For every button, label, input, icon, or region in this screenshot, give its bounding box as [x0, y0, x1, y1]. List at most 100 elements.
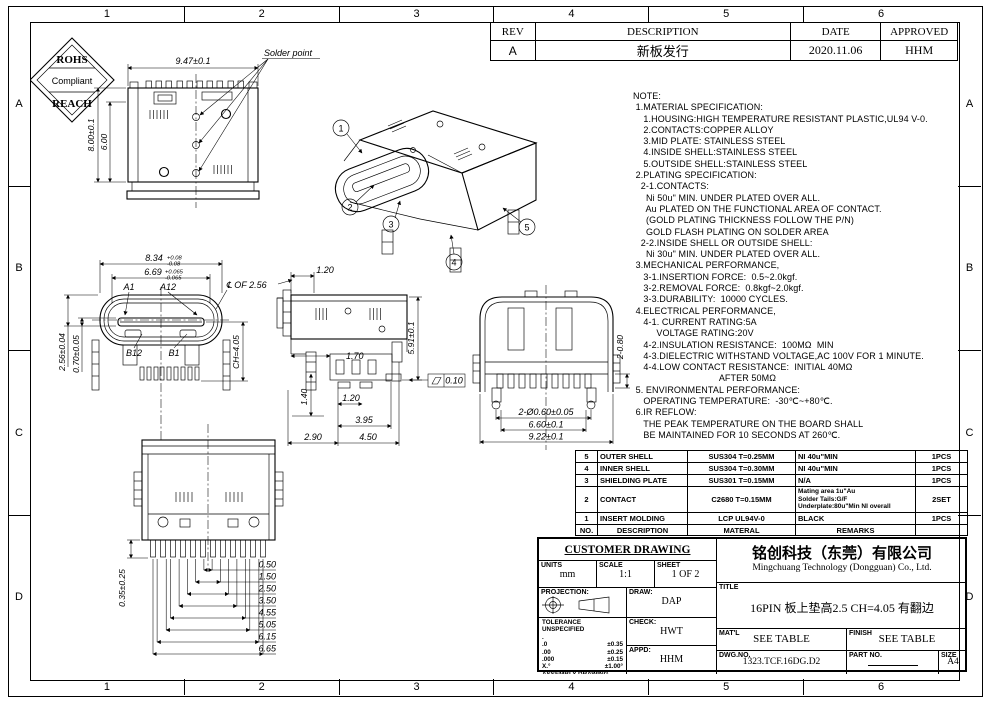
company-name-cn: 铭创科技（东莞）有限公司 [751, 546, 932, 562]
iso-balloons: 1 2 3 4 5 [332, 119, 536, 271]
grid-row-label: B [958, 185, 981, 351]
tol-left: .0 [542, 641, 548, 649]
partno-cell: PART NO. [847, 651, 939, 674]
bom-material: LCP UL94V-0 [687, 512, 796, 525]
tolerance-title: TOLERANCE UNSPECIFIED [542, 619, 585, 634]
appd-cell: APPD: HHM [627, 646, 717, 674]
tol-right: ±0.35 [607, 641, 623, 649]
grid-col-label: 1 [103, 8, 110, 20]
dim-070: 0.70±0.05 [71, 335, 81, 373]
dim-834-minus: -0.08 [167, 262, 181, 268]
bom-remarks: N/A [795, 474, 916, 487]
bom-qty: 1PCS [915, 450, 968, 463]
dim-800: 8.00±0.1 [86, 118, 96, 151]
outer-border [8, 6, 983, 697]
flatness-value: 0.10 [445, 376, 463, 386]
label-centerline-note: ℄ OF 2.56 [226, 280, 267, 290]
bom-material: SUS304 T=0.25MM [687, 450, 796, 463]
dim-591: 5.91±0.1 [406, 321, 416, 354]
assembly-drawing-label: ASSEMBLY DRAWING [542, 671, 623, 674]
label-a1: A1 [122, 282, 134, 292]
description-value: 新板发行 [534, 40, 792, 61]
draw-cell: DRAW: DAP [627, 588, 717, 618]
dim-2x060: 2-Ø0.60±0.05 [518, 407, 575, 417]
sheet-cell: SHEET 1 OF 2 [655, 561, 717, 588]
matl-label: MAT'L [719, 630, 740, 637]
front-view: 8.34 +0.08 -0.08 6.69 +0.065 -0.065 A1 A… [57, 253, 293, 442]
iso-top-details [387, 119, 486, 161]
dim-947: 9.47±0.1 [176, 56, 211, 66]
grid-col-label: 4 [493, 6, 648, 22]
bottom-view-side-pins [133, 471, 284, 507]
size-label: SIZE [941, 652, 957, 659]
rohs-reach-badge: ROHS Compliant REACH [30, 37, 115, 123]
dim-140: 1.40 [299, 388, 309, 405]
dim-834: 8.34 [145, 253, 163, 263]
dwgno-value: 1323.TCF.16DG.D2 [742, 657, 821, 667]
tol-right: ±0.25 [607, 648, 623, 656]
approved-header: APPROVED [880, 22, 958, 41]
dim-pitch-615: 6.15 [258, 632, 277, 642]
side-view-lower [290, 339, 408, 391]
grid-band-left: A B C D [8, 22, 30, 679]
title-block: CUSTOMER DRAWING UNITS mm SCALE 1:1 SHEE… [537, 537, 967, 674]
notes-text: NOTE: 1.MATERIAL SPECIFICATION: 1.HOUSIN… [633, 91, 928, 440]
tolerance-row: .00±0.25 [542, 649, 623, 656]
rear-view-dimensions: 2-0.80 2-Ø0.60±0.05 6.60±0.1 9.22±0.1 [479, 335, 630, 445]
isometric-view: 1 2 3 4 5 [332, 110, 538, 273]
grid-row-label: D [958, 514, 981, 680]
dim-pitch-455: 4.55 [258, 608, 277, 618]
grid-col-label: 4 [493, 679, 648, 695]
dim-pitch-505: 5.05 [258, 620, 277, 630]
top-view-hatch [149, 110, 232, 174]
approved-value: HHM [880, 40, 958, 61]
bom-remarks-header: REMARKS [795, 524, 916, 536]
grid-row-label: C [958, 350, 981, 515]
dim-395: 3.95 [355, 415, 374, 425]
scale-cell: SCALE 1:1 [597, 561, 655, 588]
bom-remarks: BLACK [795, 512, 916, 525]
partno-blank-line [867, 665, 918, 666]
dim-ch405: CH=4.05 [231, 335, 241, 369]
balloon-4: 4 [451, 258, 456, 268]
tolerance-row: .0 ±0.35 [542, 641, 623, 648]
grid-band-bottom: 1 2 3 4 5 6 [30, 679, 958, 695]
bottom-view-pin-row [150, 539, 266, 558]
bom-table: 5 OUTER SHELL SUS304 T=0.25MM NI 40u"MIN… [575, 450, 968, 536]
tolerance-row: X.°±1.00° [542, 663, 623, 670]
sheet-label: SHEET [657, 562, 681, 569]
badge-reach: REACH [52, 98, 92, 110]
units-label: UNITS [541, 562, 562, 569]
matl-cell: MAT'L SEE TABLE [717, 629, 847, 651]
bom-material: C2680 T=0.15MM [687, 486, 796, 513]
drawing-views: ROHS Compliant REACH [30, 37, 630, 657]
dim-256: 2.56±0.04 [57, 333, 67, 372]
units-value: mm [559, 569, 576, 580]
dim-660: 6.60±0.1 [529, 420, 564, 430]
date-value: 2020.11.06 [790, 40, 882, 61]
dim-120mid: 1.20 [342, 393, 360, 403]
dim-170: 1.70 [346, 351, 364, 361]
rear-view: 2-0.80 2-Ø0.60±0.05 6.60±0.1 9.22±0.1 [472, 285, 630, 450]
draw-label: DRAW: [629, 589, 653, 596]
partno-label: PART NO. [849, 652, 882, 659]
side-view-details [315, 307, 386, 333]
projection-symbol-icon [542, 595, 610, 615]
tolerance-row: . [542, 634, 623, 641]
grid-band-right: A B C D [958, 22, 981, 679]
dim-290: 2.90 [303, 432, 322, 442]
description-header: DESCRIPTION [534, 22, 792, 41]
bom-row: 5 OUTER SHELL SUS304 T=0.25MM NI 40u"MIN… [575, 450, 968, 463]
grid-col-label: 3 [338, 679, 494, 695]
bottom-view-details [148, 492, 269, 528]
scale-label: SCALE [599, 562, 623, 569]
finish-value: SEE TABLE [878, 633, 936, 645]
projection-label: PROJECTION: [541, 589, 589, 596]
grid-row-label: A [15, 97, 23, 110]
bom-row: 1 INSERT MOLDING LCP UL94V-0 BLACK 1PCS [575, 512, 968, 525]
tol-right: ±1.00° [604, 663, 623, 671]
label-b12: B12 [126, 348, 142, 358]
dim-669-minus: -0.065 [165, 276, 182, 282]
dim-669-plus: +0.065 [165, 270, 184, 276]
